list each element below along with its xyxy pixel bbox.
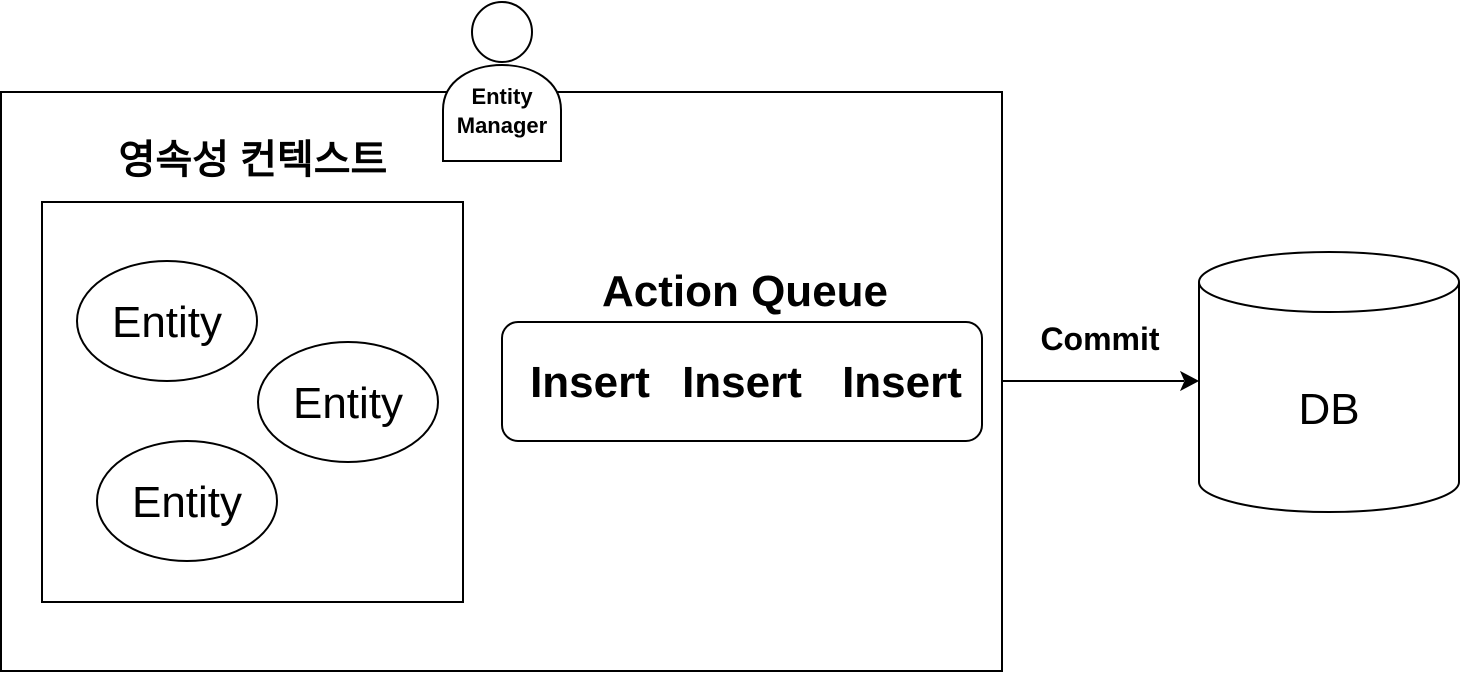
actor-head: [471, 1, 533, 63]
action-queue-box: [501, 321, 983, 442]
commit-label: Commit: [1040, 321, 1159, 357]
entity-label: Entity: [112, 298, 222, 347]
db-cylinder-body: [1198, 282, 1460, 513]
entity-node: Entity: [96, 440, 278, 562]
entity-manager-label-line2: Manager: [457, 113, 548, 138]
database-cylinder: DB: [1198, 251, 1460, 513]
entity-manager-label-line1: Entity: [471, 84, 533, 109]
entity-node: Entity: [257, 341, 439, 463]
entity-manager-actor: Entity Manager: [442, 1, 562, 162]
commit-arrow-head: [1179, 370, 1200, 392]
persistence-context-title: 영속성 컨텍스트: [119, 138, 388, 182]
action-insert: Insert: [842, 358, 962, 407]
entity-label: Entity: [132, 478, 242, 527]
action-queue-title: Action Queue: [602, 267, 888, 316]
action-insert: Insert: [682, 358, 802, 407]
action-insert: Insert: [530, 358, 650, 407]
actor-body: [442, 64, 562, 162]
entity-node: Entity: [76, 260, 258, 382]
db-cylinder-top: [1198, 251, 1460, 313]
entity-label: Entity: [293, 379, 403, 428]
database-label: DB: [1298, 385, 1359, 434]
